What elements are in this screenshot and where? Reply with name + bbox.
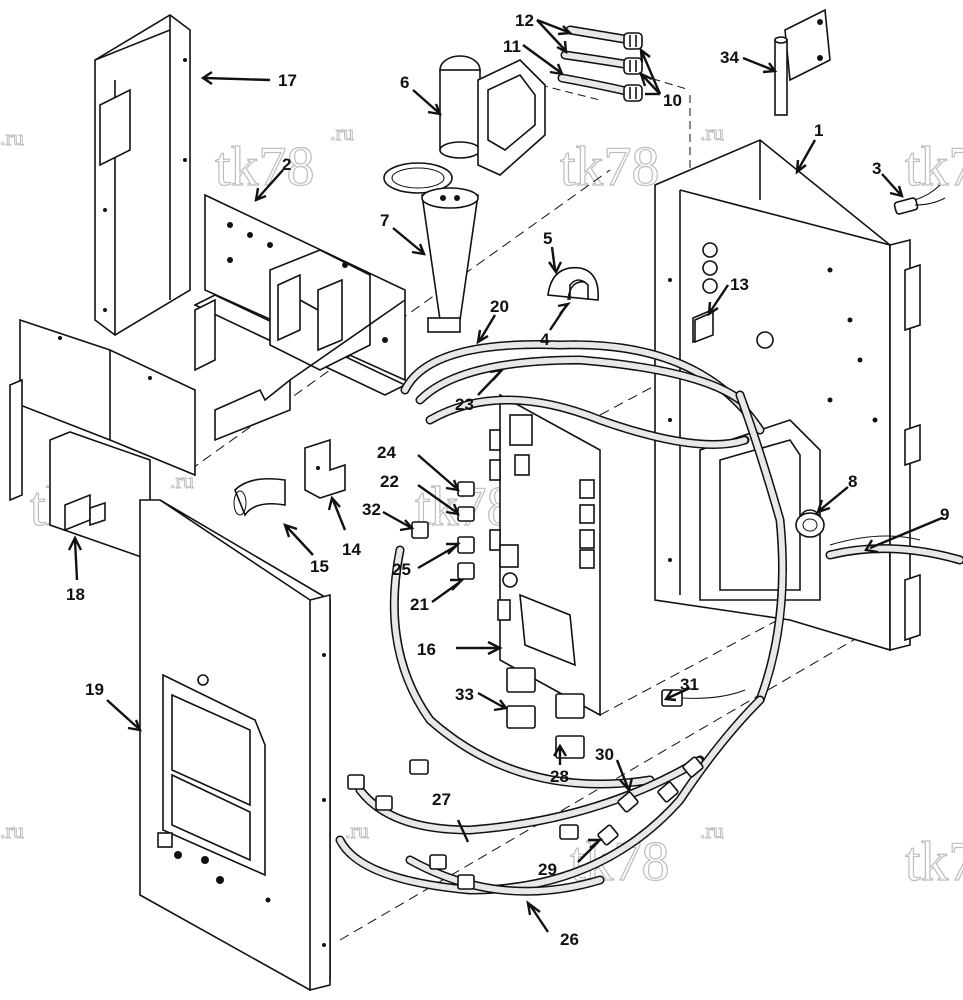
- callout-arrows: [67, 18, 943, 933]
- part-7-power-socket: [383, 162, 479, 333]
- part-1-main-housing: [654, 139, 921, 652]
- part-2-contactor-panel: [193, 193, 407, 442]
- callout-33: 33: [455, 685, 474, 704]
- part-9-cable: [825, 535, 963, 565]
- callout-22: 22: [380, 472, 399, 491]
- callout-7: 7: [380, 211, 389, 230]
- part-27-wire-harness: [355, 545, 705, 835]
- part-4-clip: [569, 279, 589, 300]
- callout-15: 15: [310, 557, 329, 576]
- callout-3: 3: [872, 159, 881, 178]
- part-25-connector: [457, 536, 475, 554]
- callout-14: 14: [342, 540, 361, 559]
- callout-9: 9: [940, 505, 949, 524]
- callout-5: 5: [543, 229, 552, 248]
- callout-labels: 17 2 6 7 12 11 10 34 1 3 5 4 13 20 23 8 …: [66, 11, 949, 949]
- watermark-text: tk78: [905, 136, 963, 198]
- part-18-bracket-plate: [9, 318, 196, 562]
- callout-10: 10: [663, 91, 682, 110]
- watermark-suffix: .ru: [330, 120, 354, 145]
- callout-25: 25: [392, 560, 411, 579]
- part-13-cable-clip: [694, 310, 714, 344]
- part-3-connector: [893, 184, 946, 215]
- watermark-suffix: .ru: [700, 120, 724, 145]
- callout-28: 28: [550, 767, 569, 786]
- callout-1: 1: [814, 121, 823, 140]
- part-21-connector: [457, 562, 475, 580]
- part-32-connector: [411, 521, 429, 539]
- harness-end-connectors: [347, 759, 475, 890]
- callout-4: 4: [540, 330, 550, 349]
- callout-24: 24: [377, 443, 396, 462]
- callout-12: 12: [515, 11, 534, 30]
- part-19-front-door: [139, 499, 331, 992]
- watermark-text: tk78: [215, 136, 315, 198]
- watermark-suffix: .ru: [700, 818, 724, 843]
- part-31-connector: [661, 689, 746, 707]
- callout-11: 11: [503, 37, 521, 56]
- callout-17: 17: [278, 71, 297, 90]
- part-14-plate: [304, 438, 346, 499]
- callout-32: 32: [362, 500, 381, 519]
- part-20-wire-harness: [400, 340, 765, 435]
- watermark-text: tk78: [905, 831, 963, 893]
- part-5-grommet: [547, 266, 599, 301]
- watermark-suffix: .ru: [345, 818, 369, 843]
- part-24-connector: [457, 481, 475, 497]
- callout-8: 8: [848, 472, 857, 491]
- callout-31: 31: [680, 675, 699, 694]
- callout-16: 16: [417, 640, 436, 659]
- callout-27: 27: [432, 790, 451, 809]
- callout-23: 23: [455, 395, 474, 414]
- callout-18: 18: [66, 585, 85, 604]
- callout-21: 21: [410, 595, 429, 614]
- part-8-gland: [795, 512, 825, 538]
- part-34-hinge: [774, 8, 831, 116]
- callout-26: 26: [560, 930, 579, 949]
- callout-29: 29: [538, 860, 557, 879]
- callout-19: 19: [85, 680, 104, 699]
- watermark-suffix: .ru: [0, 125, 24, 150]
- callout-30: 30: [595, 745, 614, 764]
- part-26-wire-harness: [335, 695, 765, 896]
- part-15-clamp: [233, 477, 286, 517]
- part-23-wire-harness: [425, 390, 787, 705]
- part-33-connector: [506, 667, 536, 729]
- callout-20: 20: [490, 297, 509, 316]
- part-10-cable-glands: [623, 32, 643, 102]
- part-22-connector: [457, 506, 475, 522]
- part-12-wires: [560, 25, 635, 70]
- callout-34: 34: [720, 48, 739, 67]
- part-16-control-board: [489, 393, 601, 717]
- callout-2: 2: [282, 155, 291, 174]
- callout-6: 6: [400, 73, 409, 92]
- part-11-wire: [557, 73, 635, 97]
- part-17-side-bracket: [94, 14, 191, 336]
- callout-13: 13: [730, 275, 749, 294]
- part-29-connector: [559, 824, 619, 846]
- part-6-power-plug: [439, 55, 546, 176]
- watermark-text: tk78: [560, 136, 660, 198]
- part-30-connector: [617, 756, 704, 813]
- watermark-suffix: .ru: [0, 818, 24, 843]
